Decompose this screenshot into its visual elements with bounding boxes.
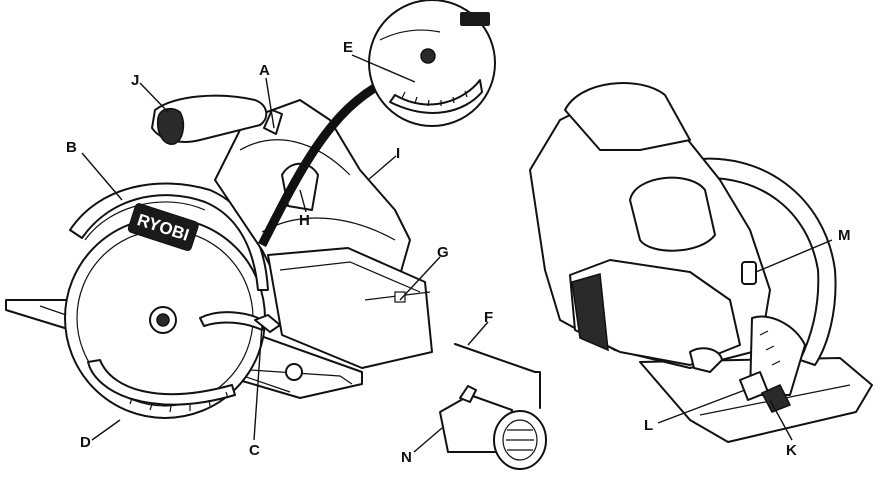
spindle-lock-button [742, 262, 756, 284]
callout-b: B [66, 139, 77, 156]
callout-a: A [259, 62, 270, 79]
callout-j: J [131, 72, 139, 89]
callout-f: F [484, 309, 493, 326]
callout-g: G [437, 244, 449, 261]
handle-end-cap [158, 109, 184, 145]
callout-e: E [343, 39, 353, 56]
callout-l: L [644, 417, 653, 434]
callout-i: I [396, 145, 400, 162]
circular-saw-rear-view [530, 83, 872, 442]
callout-k: K [786, 442, 797, 459]
callout-d: D [80, 434, 91, 451]
callout-h: H [299, 212, 310, 229]
rear-front-knob [630, 178, 715, 251]
callout-m: M [838, 227, 851, 244]
callout-n: N [401, 449, 412, 466]
dust-port-adapter [440, 386, 546, 469]
callout-c: C [249, 442, 260, 459]
bevel-lock-knob [286, 364, 302, 380]
